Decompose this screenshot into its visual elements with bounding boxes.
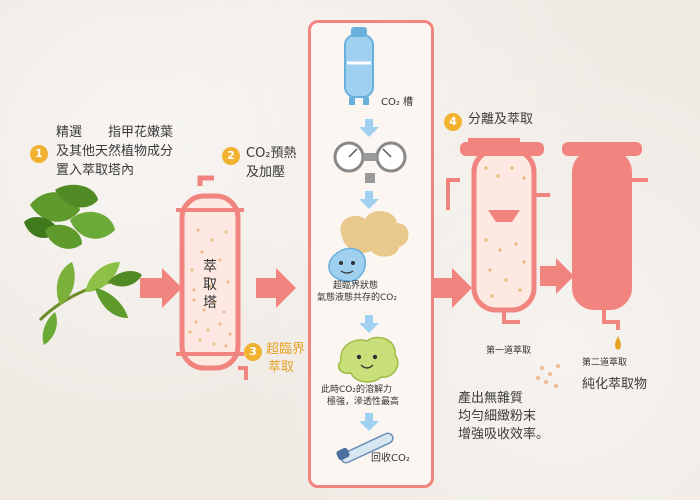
pressure-gauge-icon (333, 141, 407, 183)
step4-badge: 4 (444, 113, 462, 131)
result-line3: 增強吸收效率。 (458, 427, 550, 442)
step3-line1: 超臨界 (266, 342, 306, 357)
process-panel: CO₂ 槽 超臨界狀態 氣態液態共存的CO₂ 此時CO₂的溶解力 極強，滲透性最… (308, 20, 434, 488)
sparkle-dots (536, 364, 560, 388)
tube-icon (336, 432, 394, 464)
tank-icon (344, 27, 374, 105)
separator-first (446, 138, 550, 324)
result-line2: 均勻細緻粉末 (458, 409, 537, 424)
tea-sprig-icon (38, 262, 142, 345)
step1-line2: 及其他天然植物成分 (56, 144, 174, 159)
pure-extract-label: 純化萃取物 (582, 377, 648, 392)
separator-second (562, 142, 648, 350)
step2-line2: 及加壓 (246, 165, 286, 180)
step4-label: 分離及萃取 (468, 112, 534, 127)
arrow-icon (140, 268, 182, 308)
state-line1: 超臨界狀態 (333, 281, 379, 291)
arrow-icon (359, 413, 379, 431)
arrow-icon (540, 258, 574, 294)
arrow-icon (256, 268, 296, 308)
power-line1: 此時CO₂的溶解力 (321, 385, 392, 395)
tower-label: 萃取塔 (203, 259, 217, 311)
arrow-icon (359, 315, 379, 333)
extraction-tower (176, 175, 248, 380)
leaf-icon (24, 184, 115, 249)
step3-badge: 3 (244, 343, 262, 361)
power-line2: 極強，滲透性最高 (327, 397, 400, 407)
droplet-character-icon (337, 336, 399, 383)
arrow-icon (434, 268, 472, 308)
step2-line1: CO₂預熱 (246, 146, 297, 161)
step3-line2: 萃取 (268, 360, 295, 375)
first-extract-label: 第一道萃取 (486, 346, 532, 356)
arrow-icon (359, 119, 379, 137)
step1-badge: 1 (30, 145, 48, 163)
panel-graphics (328, 27, 409, 464)
recycle-label: 回收CO₂ (371, 453, 410, 464)
tank-label: CO₂ 槽 (381, 97, 414, 108)
second-extract-label: 第二道萃取 (582, 358, 628, 368)
arrow-icon (359, 191, 379, 209)
result-line1: 產出無雜質 (458, 391, 524, 406)
state-line2: 氣態液態共存的CO₂ (317, 293, 397, 303)
gas-cloud-icon (328, 211, 409, 282)
step2-badge: 2 (222, 147, 240, 165)
step1-line1: 精選 指甲花嫩葉 (56, 125, 174, 140)
step1-line3: 置入萃取塔內 (56, 163, 135, 178)
